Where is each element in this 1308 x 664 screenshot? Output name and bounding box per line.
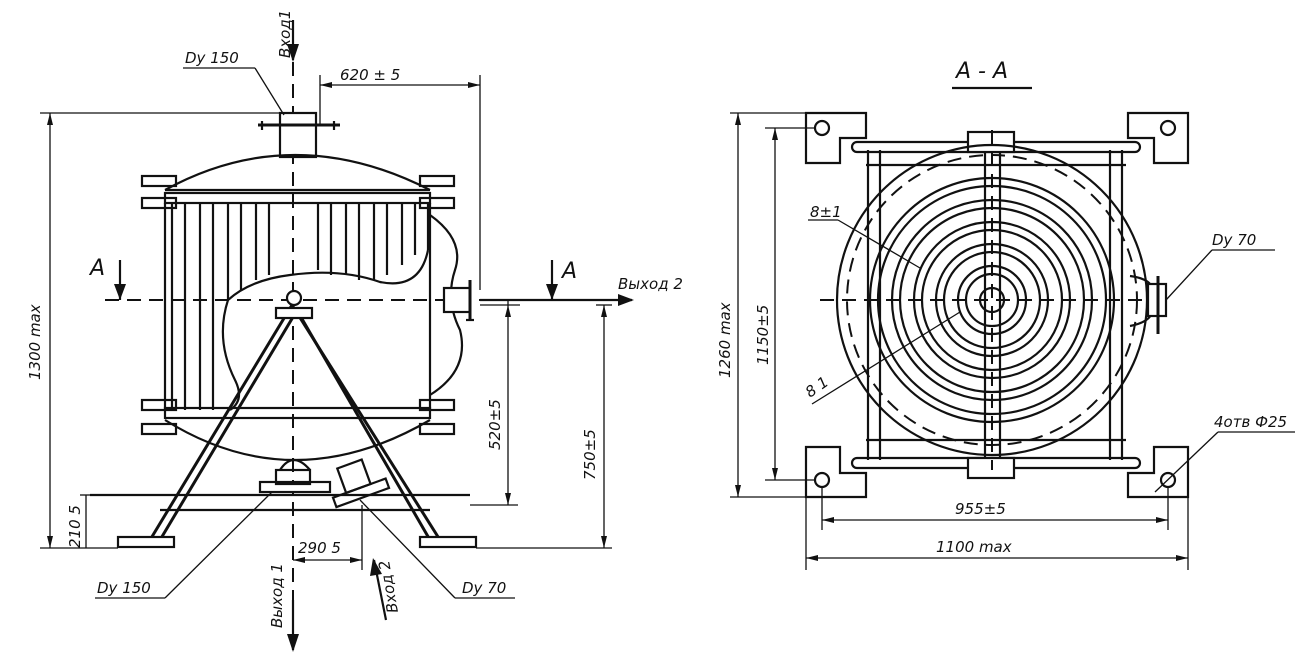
outlet2-label: Выход 2	[618, 275, 683, 293]
front-view: А А Вход1 Dy 150 620 ± 5 Выход 2 1300 ma…	[26, 10, 683, 652]
support-stand	[90, 289, 478, 549]
dim-620: 620 ± 5	[340, 66, 400, 84]
holes-label: 4отв Ф25	[1214, 413, 1287, 431]
dim-1150: 1150±5	[754, 305, 772, 365]
section-mark-left: А	[88, 256, 105, 281]
dim-1100: 1100 max	[936, 538, 1012, 556]
nozzle-bottom-right-label: Dy 70	[462, 579, 506, 597]
section-view: А - А	[716, 59, 1295, 570]
nozzle-bottom-left-label: Dy 150	[97, 579, 151, 597]
dim-290: 290 5	[298, 539, 341, 557]
nozzle-top-label: Dy 150	[185, 49, 239, 67]
dim-210: 210 5	[66, 505, 84, 548]
dim-520: 520±5	[486, 399, 504, 450]
tube-bundle	[170, 203, 430, 410]
nozzle-right-label: Dy 70	[1212, 231, 1256, 249]
label-8-1: 8 1	[802, 373, 832, 401]
label-8pm1: 8±1	[810, 203, 842, 221]
outlet1-label: Выход 1	[268, 563, 286, 628]
dim-955: 955±5	[955, 500, 1006, 518]
dim-1300: 1300 max	[26, 304, 44, 380]
section-mark-right: А	[560, 259, 577, 284]
section-title: А - А	[954, 59, 1008, 84]
inlet2-label: Вход 2	[375, 559, 402, 614]
dim-750: 750±5	[581, 429, 599, 480]
dim-1260: 1260 max	[716, 302, 734, 378]
inlet1-top-label: Вход1	[276, 10, 294, 58]
